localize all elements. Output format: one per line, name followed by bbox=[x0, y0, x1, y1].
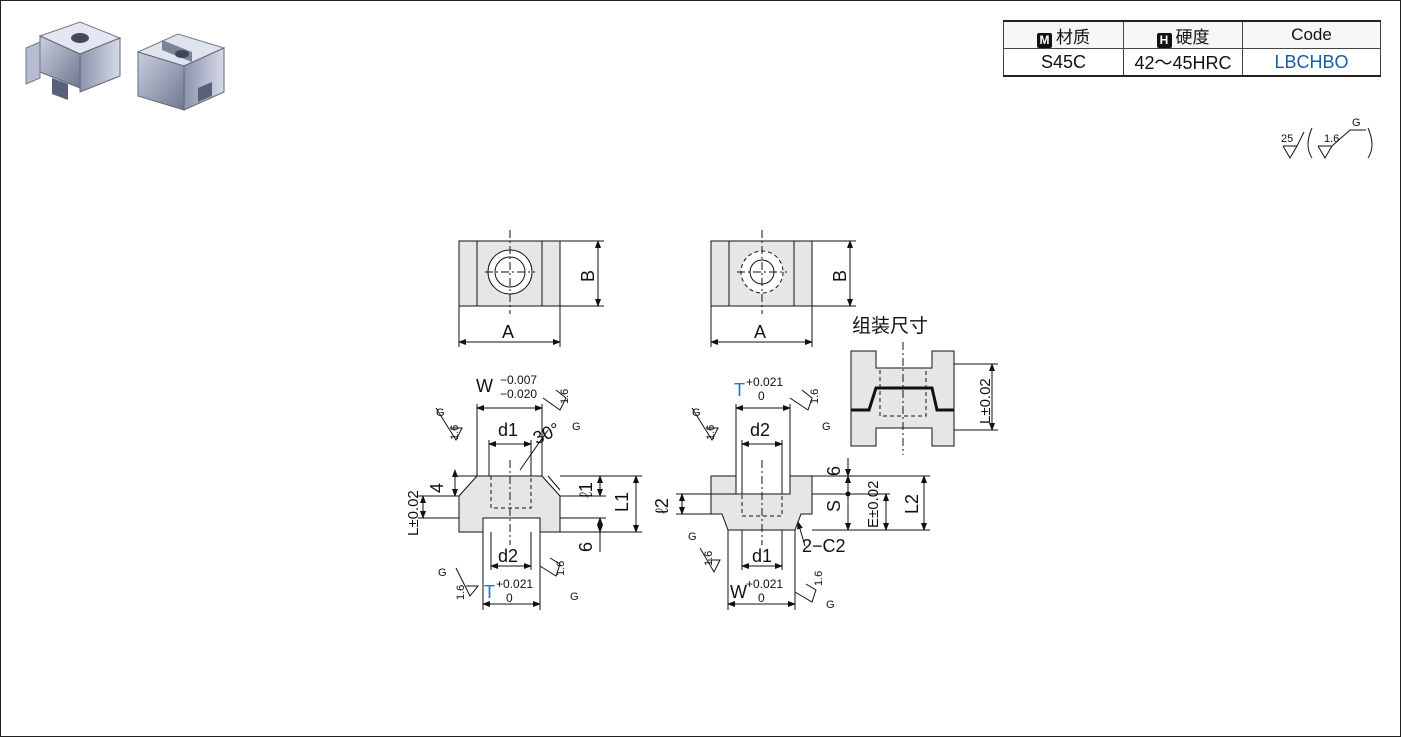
finish-grind-label: G bbox=[1352, 117, 1361, 129]
code-header: Code bbox=[1242, 20, 1381, 49]
hardness-value: 42～45HRC bbox=[1123, 48, 1243, 77]
finish-secondary-label: 1.6 bbox=[1324, 133, 1339, 145]
dim-E-tol-right: E±0.02 bbox=[865, 481, 882, 528]
dim-W-right-upper: +0.021 bbox=[746, 577, 783, 591]
dim-B-left: B bbox=[578, 270, 598, 282]
dim-d1-right: d1 bbox=[752, 546, 772, 566]
finish-main-label: 25 bbox=[1281, 133, 1293, 145]
grind-right-2: G bbox=[822, 421, 831, 433]
dim-W-right: W bbox=[730, 582, 747, 602]
front-view-left bbox=[418, 389, 642, 610]
grind-left-3: G bbox=[438, 567, 447, 579]
dim-A-right: A bbox=[754, 322, 766, 342]
material-value: S45C bbox=[1003, 48, 1124, 77]
top-view-right bbox=[710, 230, 856, 347]
dim-T-right: T bbox=[734, 380, 745, 400]
dim-L-tol-assembly: L±0.02 bbox=[977, 378, 994, 424]
front-view-right bbox=[676, 389, 930, 610]
dim-W-right-lower: 0 bbox=[758, 591, 765, 605]
dim-T-left-lower: 0 bbox=[506, 591, 513, 605]
dim-angle-left: 30° bbox=[530, 419, 563, 449]
grind-right-1: G bbox=[692, 407, 701, 419]
dim-L2-right: L2 bbox=[902, 494, 922, 514]
material-badge-icon: M bbox=[1037, 32, 1052, 48]
dim-T-right-upper: +0.021 bbox=[746, 375, 783, 389]
finish-right-4: 1.6 bbox=[813, 571, 825, 586]
dim-l1-left: ℓ1 bbox=[576, 482, 596, 498]
grind-right-3: G bbox=[688, 531, 697, 543]
dim-B-right: B bbox=[830, 270, 850, 282]
dim-6-right: 6 bbox=[824, 466, 844, 476]
dim-W-left-lower: −0.020 bbox=[500, 387, 537, 401]
dim-4-left: 4 bbox=[427, 483, 447, 493]
dim-L1-left: L1 bbox=[612, 492, 632, 512]
dim-L-tol-left: L±0.02 bbox=[405, 490, 422, 536]
block-part-2 bbox=[136, 33, 226, 111]
dim-T-left-upper: +0.021 bbox=[496, 577, 533, 591]
surface-finish-symbol bbox=[1282, 127, 1373, 159]
grind-right-4: G bbox=[826, 599, 835, 611]
dim-chamfer-right: 2−C2 bbox=[802, 536, 846, 556]
grind-left-2: G bbox=[572, 421, 581, 433]
dim-A-left: A bbox=[502, 322, 514, 342]
finish-right-1: 1.6 bbox=[705, 425, 717, 440]
top-view-left bbox=[458, 230, 604, 347]
finish-left-2: 1.6 bbox=[559, 389, 571, 404]
dim-T-left: T bbox=[484, 582, 495, 602]
dim-6-left: 6 bbox=[576, 542, 596, 552]
code-value[interactable]: LBCHBO bbox=[1242, 48, 1381, 77]
finish-left-4: 1.6 bbox=[555, 561, 567, 576]
block-part-1 bbox=[25, 21, 122, 100]
dim-l2-right: ℓ2 bbox=[652, 498, 672, 514]
dim-d2-left: d2 bbox=[498, 546, 518, 566]
dim-W-left: W bbox=[476, 376, 493, 396]
hardness-badge-icon: H bbox=[1156, 32, 1172, 48]
finish-right-2: 1.6 bbox=[809, 389, 821, 404]
dim-d1-left: d1 bbox=[498, 420, 518, 440]
finish-left-3: 1.6 bbox=[455, 585, 467, 600]
finish-left-1: 1.6 bbox=[449, 425, 461, 440]
grind-left-1: G bbox=[436, 407, 445, 419]
assembly-title: 组装尺寸 bbox=[852, 315, 928, 337]
grind-left-4: G bbox=[570, 591, 579, 603]
dim-T-right-lower: 0 bbox=[758, 389, 765, 403]
dim-d2-right: d2 bbox=[750, 420, 770, 440]
dim-S-right: S bbox=[824, 500, 844, 512]
assembly-view bbox=[850, 342, 998, 455]
dim-W-left-upper: −0.007 bbox=[500, 373, 537, 387]
product-photo bbox=[25, 21, 226, 111]
finish-right-3: 1.6 bbox=[703, 551, 715, 566]
